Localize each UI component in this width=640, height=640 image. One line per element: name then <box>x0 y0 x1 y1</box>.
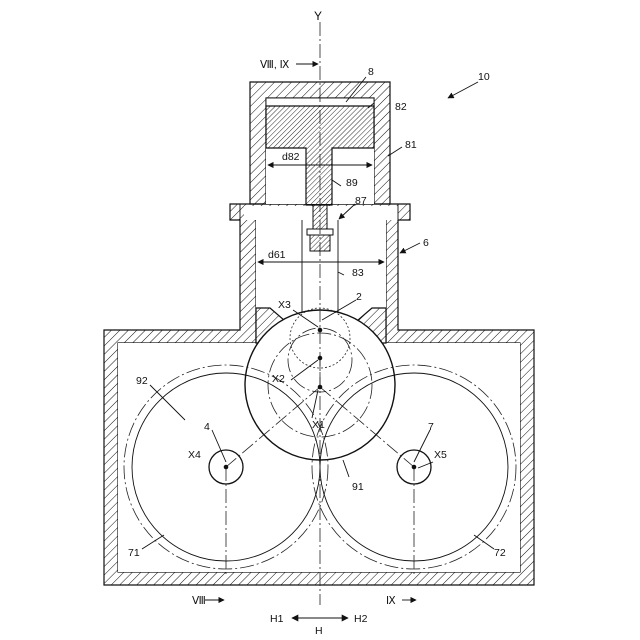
label-89: 89 <box>346 177 358 189</box>
label-92: 92 <box>136 375 148 387</box>
label-x3: X3 <box>278 299 291 311</box>
label-h1: H1 <box>270 613 284 625</box>
label-83: 83 <box>352 267 364 279</box>
label-h: H <box>315 625 323 637</box>
label-x4: X4 <box>188 449 201 461</box>
label-91: 91 <box>352 481 364 493</box>
label-10: 10 <box>478 71 490 83</box>
label-8: 8 <box>368 66 374 78</box>
label-y-axis: Y <box>314 9 322 23</box>
label-4: 4 <box>204 421 210 433</box>
label-x1: X1 <box>312 419 325 431</box>
ref-arrow-6 <box>400 243 420 253</box>
ref-arrow-10 <box>448 82 478 98</box>
label-2: 2 <box>356 291 362 303</box>
label-6: 6 <box>423 237 429 249</box>
label-87: 87 <box>355 195 367 207</box>
label-71: 71 <box>128 547 140 559</box>
label-82: 82 <box>395 101 407 113</box>
label-section-left: Ⅷ <box>192 595 206 607</box>
label-x2: X2 <box>272 373 285 385</box>
label-72: 72 <box>494 547 506 559</box>
label-d61: d61 <box>268 249 286 261</box>
label-81: 81 <box>405 139 417 151</box>
label-7: 7 <box>428 421 434 433</box>
label-section-top: Ⅷ, Ⅸ <box>260 59 290 71</box>
label-h2: H2 <box>354 613 368 625</box>
label-section-right: Ⅸ <box>386 595 396 607</box>
label-d82: d82 <box>282 151 300 163</box>
label-x5: X5 <box>434 449 447 461</box>
